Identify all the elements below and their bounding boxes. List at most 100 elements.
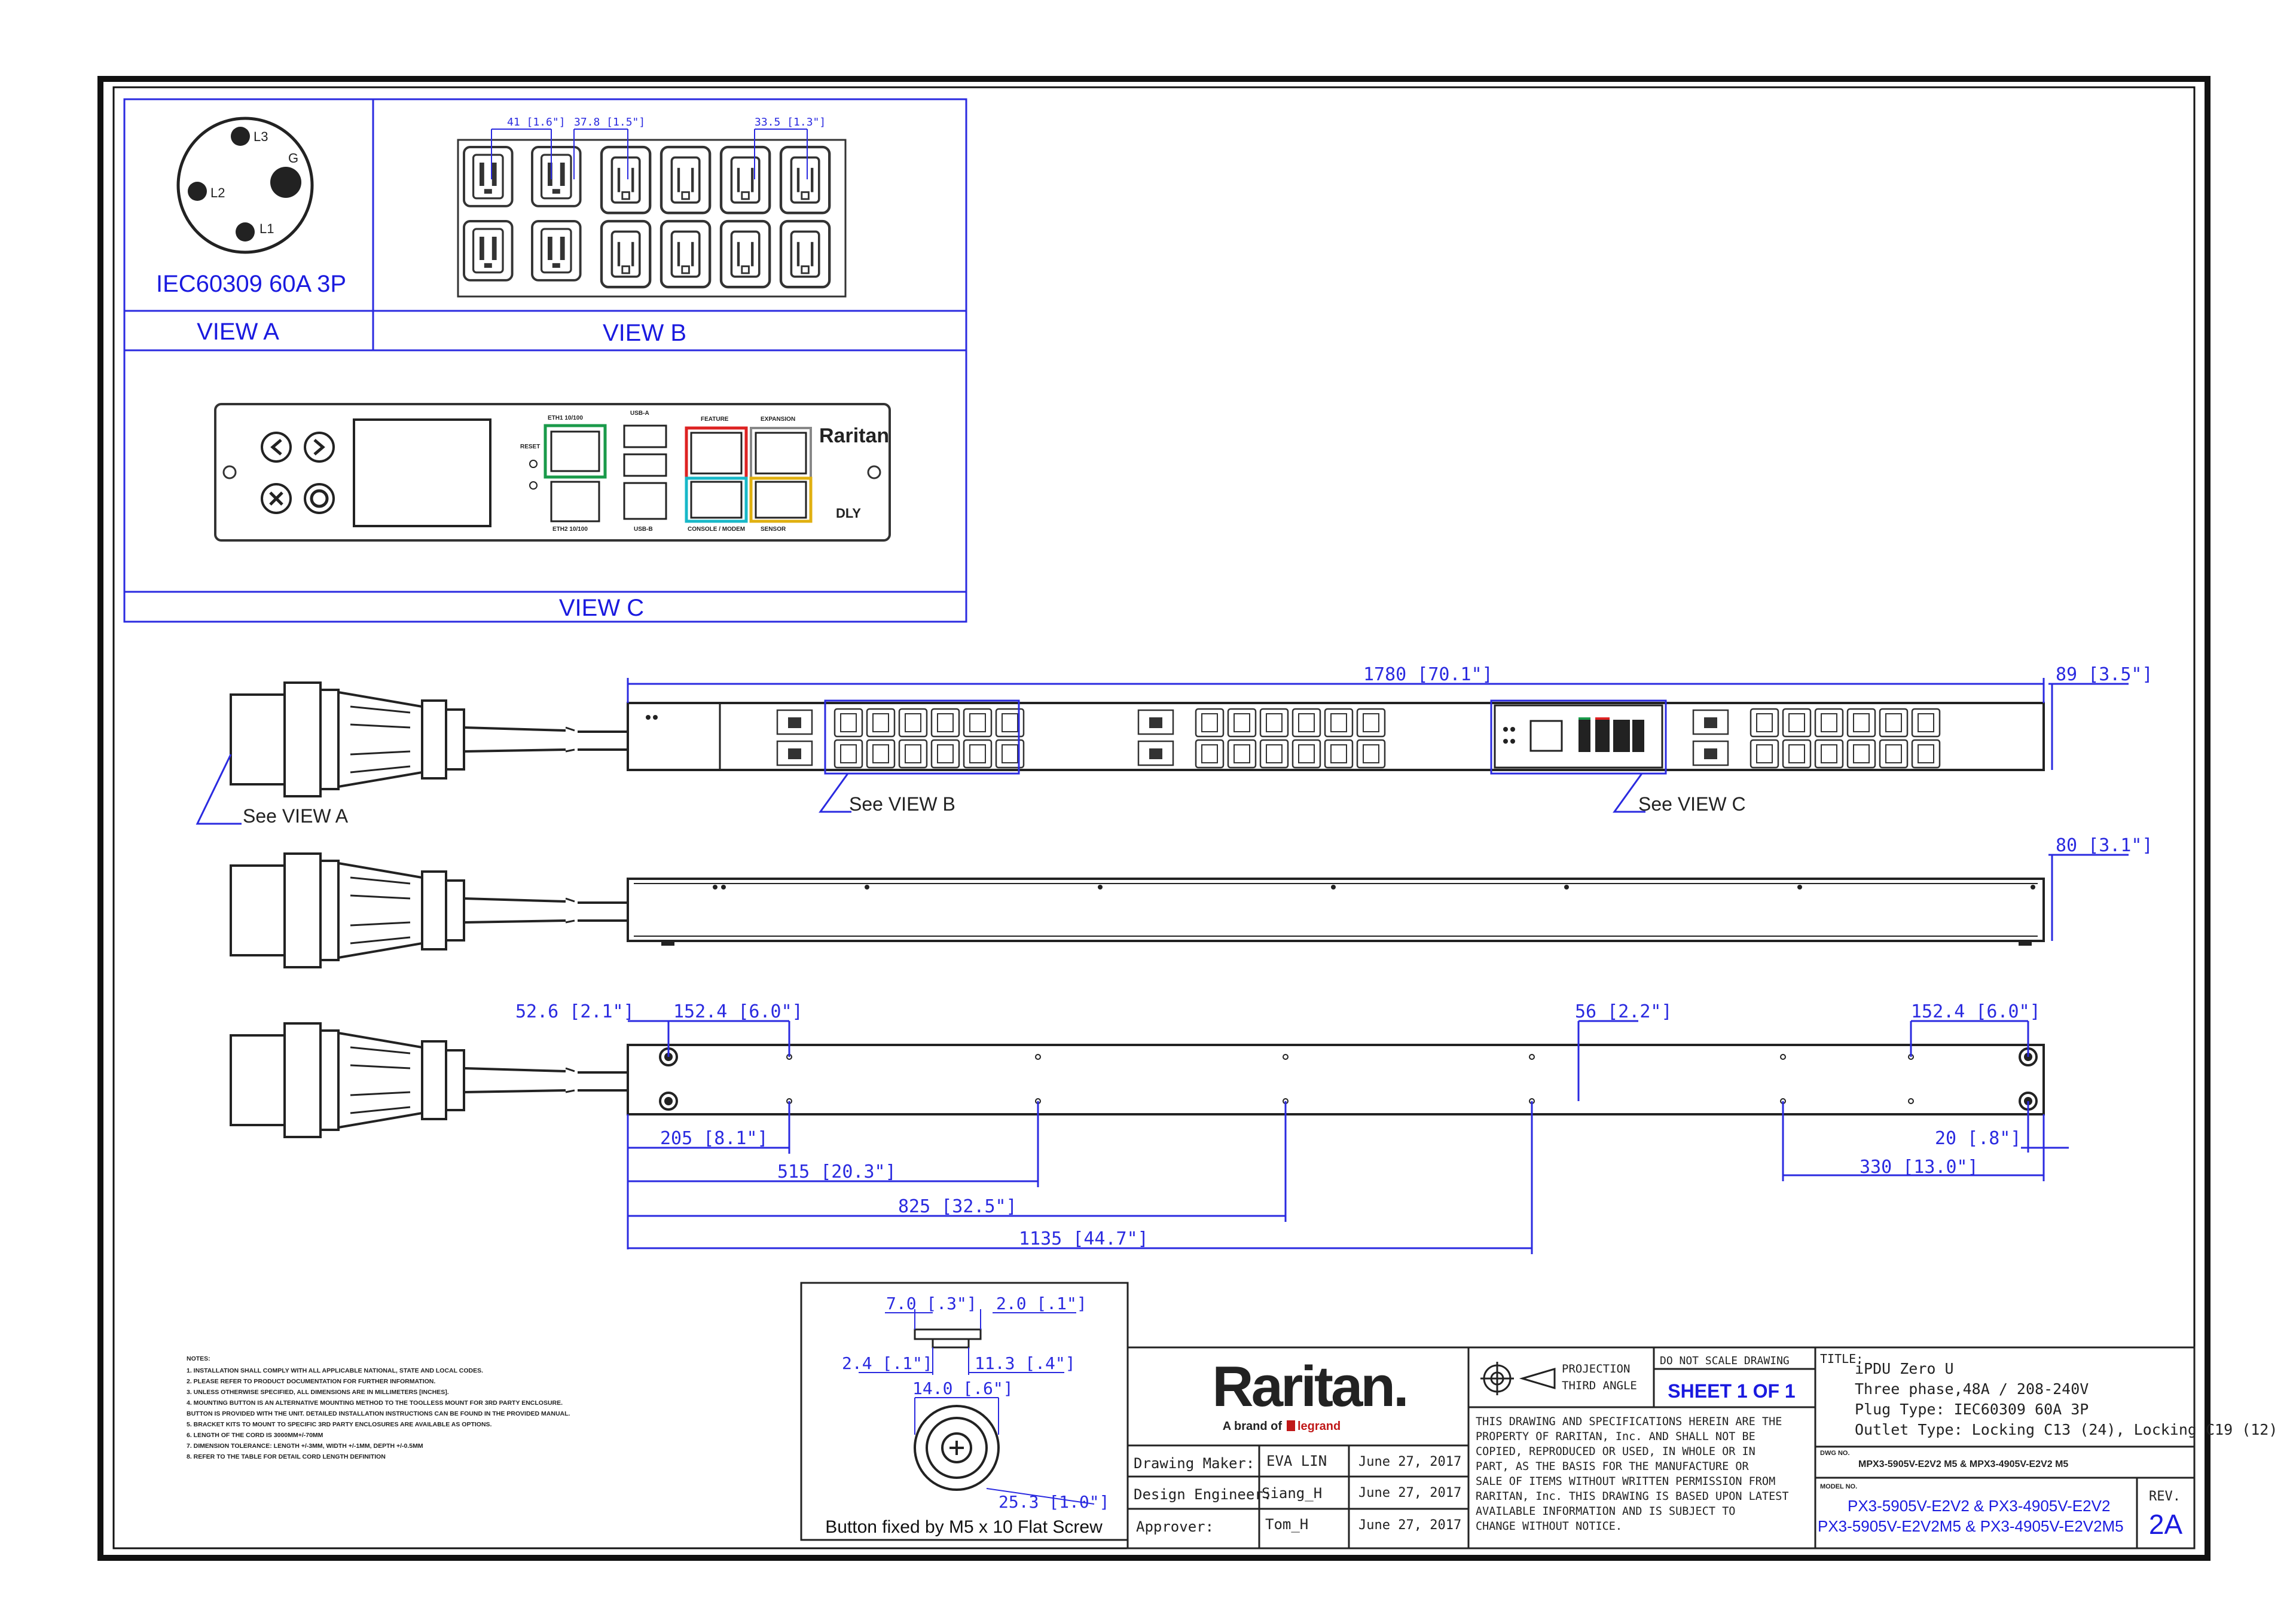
note-6: 6. LENGTH OF THE CORD IS 3000MM+/-70MM	[187, 1432, 323, 1439]
title-line-3: Plug Type: IEC60309 60A 3P	[1855, 1401, 2089, 1418]
button-caption: Button fixed by M5 x 10 Flat Screw	[825, 1517, 1103, 1537]
rev-label: REV.	[2149, 1489, 2181, 1504]
port-label-eth1: ETH1 10/100	[548, 415, 583, 421]
model-line-1: PX3-5905V-E2V2 & PX3-4905V-E2V2	[1848, 1497, 2110, 1515]
name-approver: Tom_H	[1265, 1516, 1308, 1533]
ok-button-icon	[304, 483, 335, 514]
view-a-plug-name: IEC60309 60A 3P	[156, 271, 346, 297]
pin-label-l1: L1	[259, 221, 274, 236]
lcd-display	[353, 418, 491, 527]
view-c-panel	[214, 403, 891, 542]
brand-logo: Raritan.	[1212, 1355, 1406, 1419]
front-view-pdu	[627, 702, 2045, 771]
date-approver: June 27, 2017	[1358, 1518, 1461, 1533]
view-c-brand: Raritan	[819, 424, 889, 447]
outer-border	[97, 76, 2210, 1561]
role-drawing-maker: Drawing Maker:	[1134, 1455, 1254, 1472]
dim-depth: 80 [3.1"]	[2056, 835, 2153, 856]
note-1: 1. INSTALLATION SHALL COMPLY WITH ALL AP…	[187, 1367, 483, 1374]
proprietary-line-6: RARITAN, Inc. THIS DRAWING IS BASED UPON…	[1476, 1490, 1788, 1503]
dim-152-right: 152.4 [6.0"]	[1911, 1001, 2041, 1022]
name-design-engineer: Siang_H	[1262, 1485, 1322, 1502]
view-b-dim-33: 33.5 [1.3"]	[755, 116, 826, 129]
view-b-title: VIEW B	[603, 320, 686, 346]
name-drawing-maker: EVA LIN	[1266, 1453, 1327, 1469]
pin-g	[270, 167, 301, 198]
do-not-scale: DO NOT SCALE DRAWING	[1660, 1355, 1790, 1367]
projection-label-a: PROJECTION	[1562, 1362, 1630, 1376]
side-view-dim	[2048, 854, 2129, 941]
dim-205: 205 [8.1"]	[660, 1128, 768, 1149]
port-label-feature: FEATURE	[701, 416, 729, 423]
legrand-badge	[1287, 1420, 1295, 1431]
dim-330: 330 [13.0"]	[1860, 1157, 1979, 1178]
dim-length: 1780 [70.1"]	[1363, 664, 1493, 685]
button-dim-2: 2.0 [.1"]	[996, 1294, 1087, 1313]
note-2: 2. PLEASE REFER TO PRODUCT DOCUMENTATION…	[187, 1378, 435, 1385]
button-detail-box	[800, 1282, 1129, 1541]
rev-value: 2A	[2149, 1509, 2183, 1540]
view-a-plug-face	[176, 117, 314, 254]
proprietary-line-7: AVAILABLE INFORMATION AND IS SUBJECT TO	[1476, 1505, 1735, 1518]
side-view-pdu	[627, 878, 2045, 946]
proprietary-line-3: COPIED, REPRODUCED OR USED, IN WHOLE OR …	[1476, 1445, 1755, 1458]
port-label-usba: USB-A	[630, 410, 649, 417]
dim-1135: 1135 [44.7"]	[1019, 1228, 1149, 1249]
view-c-mark: DLY	[836, 506, 861, 521]
title-block-grid	[1126, 1346, 2196, 1549]
note-3: 3. UNLESS OTHERWISE SPECIFIED, ALL DIMEN…	[187, 1389, 449, 1396]
notes-heading: NOTES:	[187, 1355, 210, 1362]
callout-see-view-b: See VIEW B	[849, 793, 955, 815]
button-dim-14: 14.0 [.6"]	[912, 1379, 1013, 1398]
view-b-outlets	[457, 139, 847, 298]
inner-border	[112, 86, 2196, 1549]
dim-56: 56 [2.2"]	[1575, 1001, 1672, 1022]
port-label-usbb: USB-B	[634, 526, 653, 533]
port-label-reset: RESET	[520, 444, 540, 450]
pin-l3	[231, 127, 250, 146]
note-4b: BUTTON IS PROVIDED WITH THE UNIT. DETAIL…	[187, 1410, 570, 1417]
left-arrow-icon	[261, 432, 292, 463]
date-drawing-maker: June 27, 2017	[1358, 1454, 1461, 1469]
dwg-number: MPX3-5905V-E2V2 M5 & MPX3-4905V-E2V2 M5	[1858, 1459, 2068, 1469]
pin-label-l3: L3	[254, 129, 268, 144]
back-view-dim-lines	[627, 1020, 2069, 1254]
port-label-eth2: ETH2 10/100	[552, 526, 588, 533]
view-a-title: VIEW A	[197, 319, 279, 345]
view-b-dim-37: 37.8 [1.5"]	[574, 116, 645, 129]
pin-l1	[236, 222, 255, 242]
button-dim-11: 11.3 [.4"]	[975, 1353, 1076, 1373]
button-dim-7: 7.0 [.3"]	[886, 1294, 977, 1313]
note-7: 7. DIMENSION TOLERANCE: LENGTH +/-3MM, W…	[187, 1442, 423, 1450]
projection-symbol-icon	[1480, 1362, 1556, 1395]
dim-152-left: 152.4 [6.0"]	[673, 1001, 803, 1022]
dim-825: 825 [32.5"]	[898, 1196, 1017, 1217]
right-arrow-icon	[304, 432, 335, 463]
proprietary-line-1: THIS DRAWING AND SPECIFICATIONS HEREIN A…	[1476, 1416, 1782, 1428]
port-label-sensor: SENSOR	[761, 526, 786, 533]
back-view-pdu	[627, 1044, 2045, 1115]
callout-see-view-c: See VIEW C	[1638, 793, 1746, 815]
view-c-title: VIEW C	[559, 595, 644, 621]
notes: NOTES: 1. INSTALLATION SHALL COMPLY WITH…	[187, 1355, 570, 1460]
pin-label-l2: L2	[210, 185, 225, 200]
views-frame	[123, 98, 967, 623]
note-4: 4. MOUNTING BUTTON IS AN ALTERNATIVE MOU…	[187, 1399, 563, 1407]
proprietary-line-8: CHANGE WITHOUT NOTICE.	[1476, 1520, 1622, 1533]
proprietary-line-2: PROPERTY OF RARITAN, Inc. AND SHALL NOT …	[1476, 1431, 1755, 1443]
dim-52: 52.6 [2.1"]	[515, 1001, 634, 1022]
front-view-callouts	[196, 678, 2129, 825]
title-label: TITLE:	[1820, 1352, 1863, 1366]
view-b-dim-lines	[491, 129, 808, 179]
callout-see-view-a: See VIEW A	[243, 805, 349, 827]
note-5: 5. BRACKET KITS TO MOUNT TO SPECIFIC 3RD…	[187, 1421, 492, 1428]
title-line-4: Outlet Type: Locking C13 (24), Locking C…	[1855, 1421, 2277, 1438]
title-line-2: Three phase,48A / 208-240V	[1855, 1380, 2089, 1398]
model-label: MODEL NO.	[1820, 1483, 1857, 1490]
button-dim-25: 25.3 [1.0"]	[999, 1492, 1109, 1512]
button-detail-dim-lines	[859, 1309, 1095, 1505]
proprietary-notice: THIS DRAWING AND SPECIFICATIONS HEREIN A…	[1476, 1416, 1788, 1533]
port-label-console: CONSOLE / MODEM	[688, 526, 745, 533]
pin-label-g: G	[288, 151, 298, 166]
